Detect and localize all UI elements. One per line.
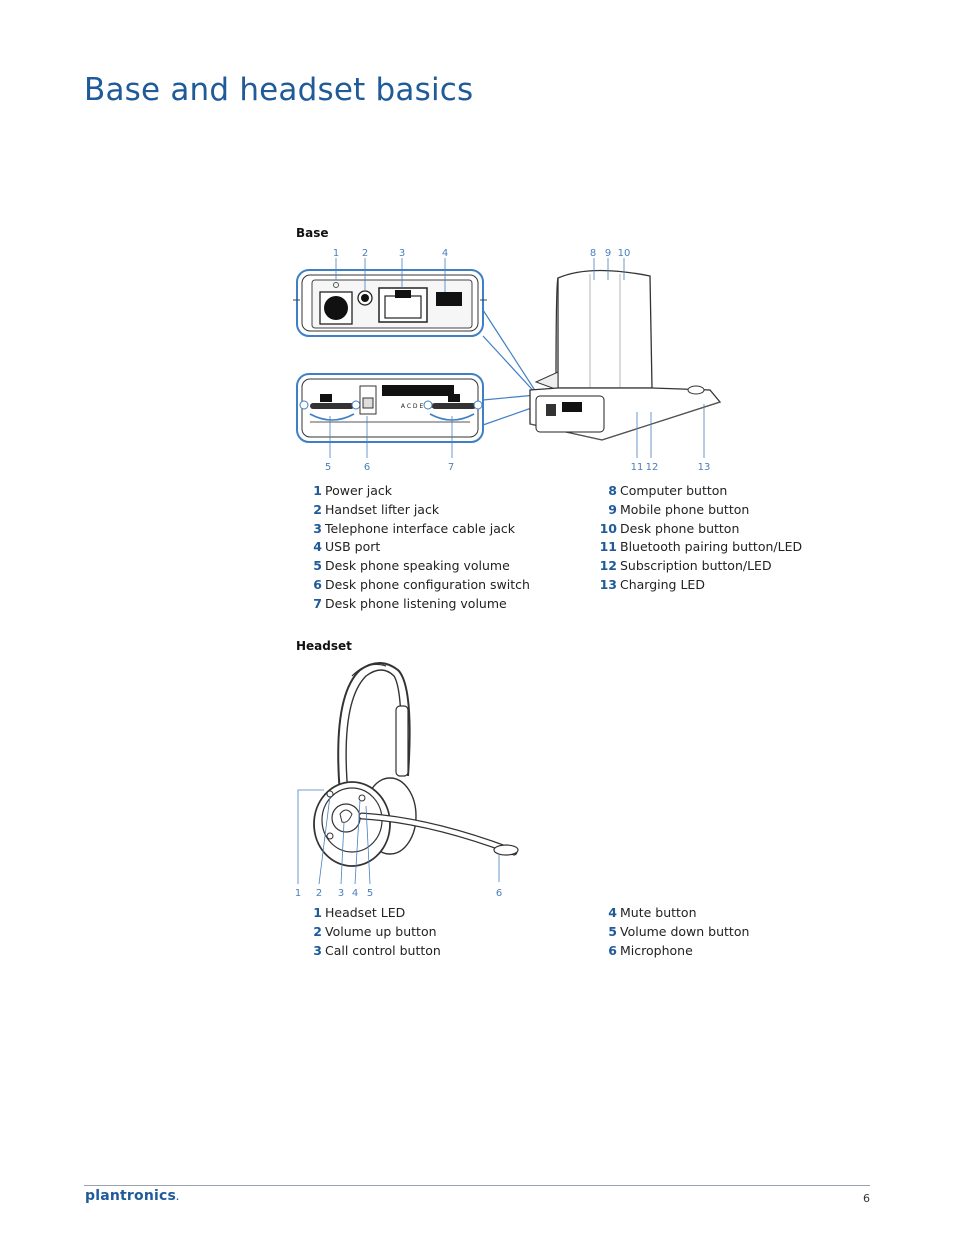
base-callout-6: 6 — [364, 462, 370, 473]
plantronics-logo: plantronics. — [85, 1188, 179, 1204]
legend-number: 3 — [313, 520, 322, 536]
base-back-panel-detail: 1 2 3 4 — [293, 248, 487, 337]
legend-text: Power jack — [325, 483, 393, 498]
base-callout-1: 1 — [333, 248, 339, 259]
legend-text: Telephone interface cable jack — [325, 520, 516, 536]
headset-callout-3: 3 — [338, 888, 344, 899]
base-callout-3: 3 — [399, 248, 405, 259]
legend-text: Microphone — [620, 942, 693, 958]
headset-illustration: 1 2 3 4 5 6 — [295, 662, 519, 899]
legend-text: Desk phone button — [620, 520, 740, 536]
page-number: 6 — [863, 1192, 870, 1205]
legend-number: 11 — [599, 539, 617, 555]
legend-number: 2 — [313, 501, 322, 517]
legend-text: Headset LED — [325, 905, 406, 920]
headset-section-label: Headset — [296, 639, 352, 653]
base-callout-5: 5 — [325, 462, 331, 473]
legend-text: USB port — [325, 539, 381, 555]
headset-callout-6: 6 — [496, 888, 502, 899]
legend-number: 2 — [313, 923, 322, 939]
legend-text: Desk phone configuration switch — [325, 576, 530, 592]
base-unit: 8 9 10 11 12 13 — [529, 248, 722, 473]
legend-number: 4 — [608, 905, 617, 920]
base-callout-12: 12 — [646, 462, 659, 473]
legend-text: Volume up button — [325, 923, 437, 939]
logo-dot: . — [176, 1193, 180, 1202]
legend-text: Subscription button/LED — [620, 558, 772, 574]
legend-text: Handset lifter jack — [325, 501, 440, 517]
legend-number: 6 — [608, 942, 617, 958]
legend-text: Desk phone speaking volume — [325, 558, 510, 574]
base-illustration: 1 2 3 4 A C D E F G 5 6 7 — [293, 248, 722, 473]
legend-text: Desk phone listening volume — [325, 595, 507, 611]
page-title: Base and headset basics — [84, 72, 474, 108]
base-callout-10: 10 — [618, 248, 631, 259]
base-side-panel-detail: A C D E F G 5 6 7 — [296, 373, 484, 473]
legend-number: 1 — [313, 905, 322, 920]
headset-callout-5: 5 — [367, 888, 373, 899]
base-callout-9: 9 — [605, 248, 611, 259]
legend-number: 6 — [313, 576, 322, 592]
base-callout-4: 4 — [442, 248, 448, 259]
legend-number: 9 — [608, 501, 617, 517]
legend-number: 10 — [599, 520, 617, 536]
legend-text: Call control button — [325, 942, 441, 958]
legend-number: 7 — [313, 595, 322, 611]
legend-number: 4 — [313, 539, 322, 555]
headset-callout-1: 1 — [295, 888, 301, 899]
legend-number: 3 — [313, 942, 322, 958]
legend-number: 5 — [608, 923, 617, 939]
base-callout-8: 8 — [590, 248, 596, 259]
legend-number: 8 — [608, 483, 617, 498]
headset-callout-2: 2 — [316, 888, 322, 899]
legend-number: 5 — [313, 558, 322, 574]
base-callout-13: 13 — [698, 462, 711, 473]
legend-number: 13 — [599, 576, 617, 592]
legend-number: 1 — [313, 483, 322, 498]
headset-callout-4: 4 — [352, 888, 358, 899]
footer-divider — [84, 1185, 870, 1186]
base-section-label: Base — [296, 226, 329, 240]
legend-text: Volume down button — [620, 923, 750, 939]
legend-text: Bluetooth pairing button/LED — [620, 539, 803, 555]
base-callout-2: 2 — [362, 248, 368, 259]
legend-number: 12 — [599, 558, 617, 574]
legend-text: Mute button — [620, 905, 697, 920]
legend-text: Charging LED — [620, 576, 705, 592]
legend-text: Mobile phone button — [620, 501, 750, 517]
legend-text: Computer button — [620, 483, 728, 498]
logo-text: plantronics — [85, 1188, 177, 1204]
base-switch-letters: A C D E F G — [401, 403, 436, 410]
base-callout-7: 7 — [448, 462, 454, 473]
base-callout-11: 11 — [631, 462, 644, 473]
